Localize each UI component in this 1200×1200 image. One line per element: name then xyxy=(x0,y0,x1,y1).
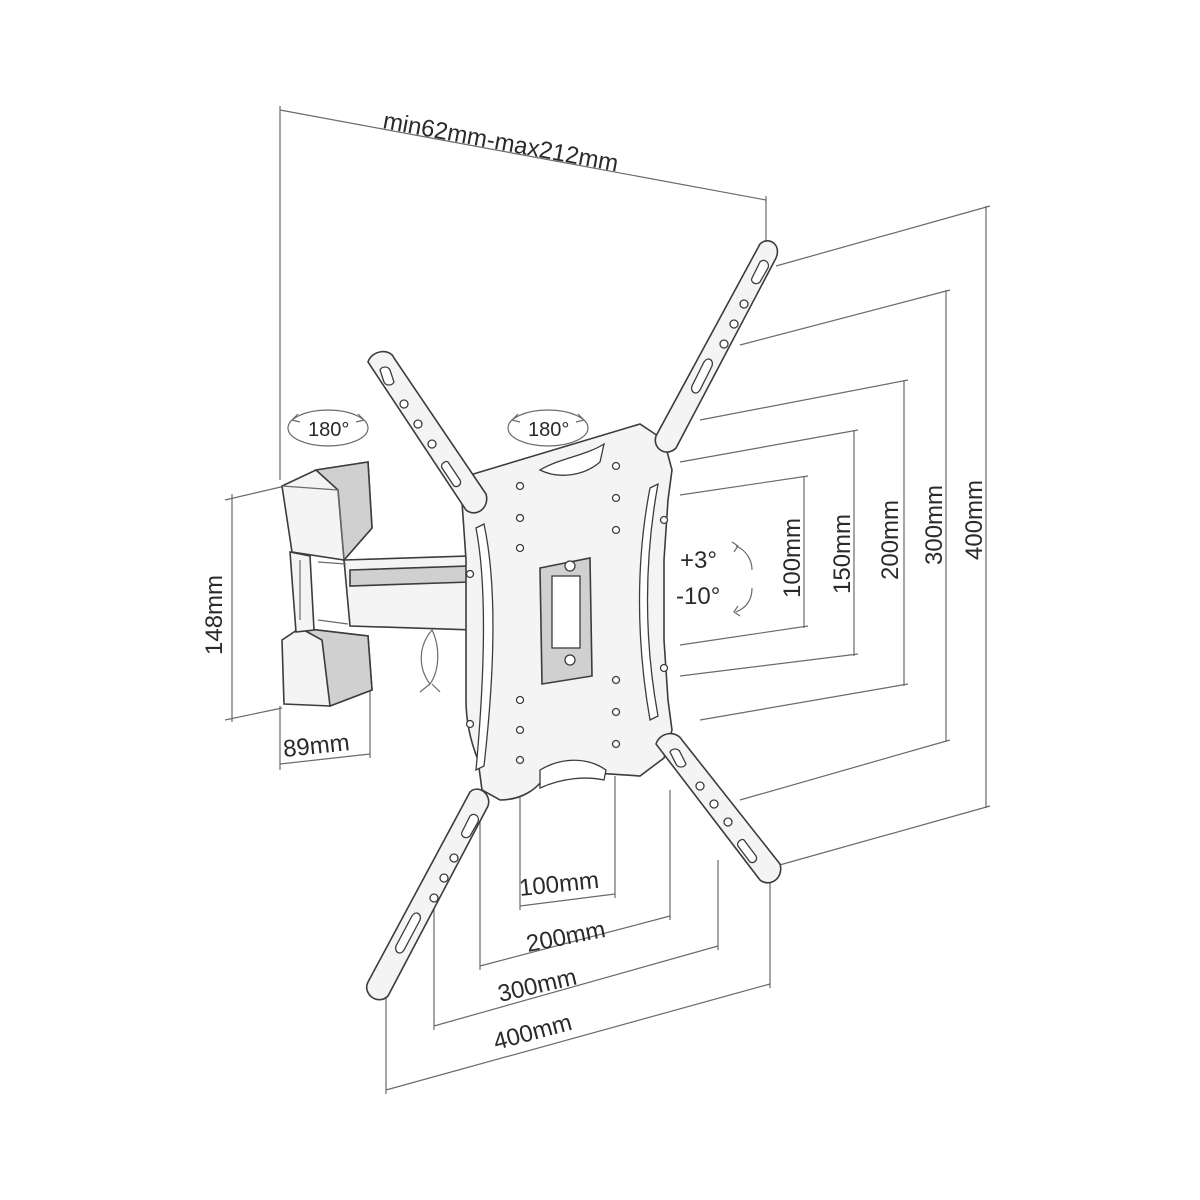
tilt-up-arrow-icon xyxy=(735,545,753,571)
curved-arrow-icon xyxy=(510,413,521,423)
vesa-plate xyxy=(459,423,673,801)
bottom-right-extension-arm xyxy=(655,732,782,884)
tilt-up-label: +3° xyxy=(680,547,717,574)
tilt-indicator: +3° -10° xyxy=(676,541,753,617)
wall-plate-height-label: 148mm xyxy=(201,575,228,655)
vesa-horizontal-dimensions: 100mm 200mm 300mm 400mm xyxy=(385,776,771,1094)
arm-swivel-label: 180° xyxy=(528,419,569,441)
top-right-extension-arm xyxy=(654,240,779,453)
tilt-down-label: -10° xyxy=(676,583,720,610)
cable-clip xyxy=(419,628,441,693)
vesa-v-300-label: 300mm xyxy=(921,485,948,565)
vesa-h-200-label: 200mm xyxy=(524,916,608,958)
vesa-v-100-label: 100mm xyxy=(779,518,806,598)
wall-swivel-indicator: 180° xyxy=(287,409,369,447)
curved-arrow-icon xyxy=(290,413,301,423)
arm-extension-dimension: min62mm-max212mm xyxy=(279,106,767,480)
tilt-down-arrow-icon xyxy=(735,587,753,613)
curved-arrow-icon xyxy=(575,413,586,423)
wall-plate xyxy=(281,461,373,708)
top-left-extension-arm xyxy=(367,350,488,514)
wall-swivel-label: 180° xyxy=(308,419,349,441)
bottom-left-extension-arm xyxy=(365,788,490,1001)
swing-arm xyxy=(317,555,477,631)
vesa-v-150-label: 150mm xyxy=(829,514,856,594)
vesa-h-300-label: 300mm xyxy=(495,964,579,1008)
wall-plate-dimensions: 148mm 89mm xyxy=(201,485,371,770)
wall-plate-depth-label: 89mm xyxy=(282,729,351,763)
vesa-vertical-dimensions: 100mm 150mm 200mm 300mm 400mm xyxy=(679,205,991,867)
vesa-h-400-label: 400mm xyxy=(491,1009,575,1056)
arm-extension-label: min62mm-max212mm xyxy=(381,107,621,177)
curved-arrow-icon xyxy=(355,413,366,423)
vesa-h-100-label: 100mm xyxy=(518,867,600,902)
vesa-v-200-label: 200mm xyxy=(877,500,904,580)
arm-swivel-indicator: 180° xyxy=(507,409,589,447)
vesa-v-400-label: 400mm xyxy=(961,480,988,560)
vesa-holes xyxy=(465,461,669,765)
